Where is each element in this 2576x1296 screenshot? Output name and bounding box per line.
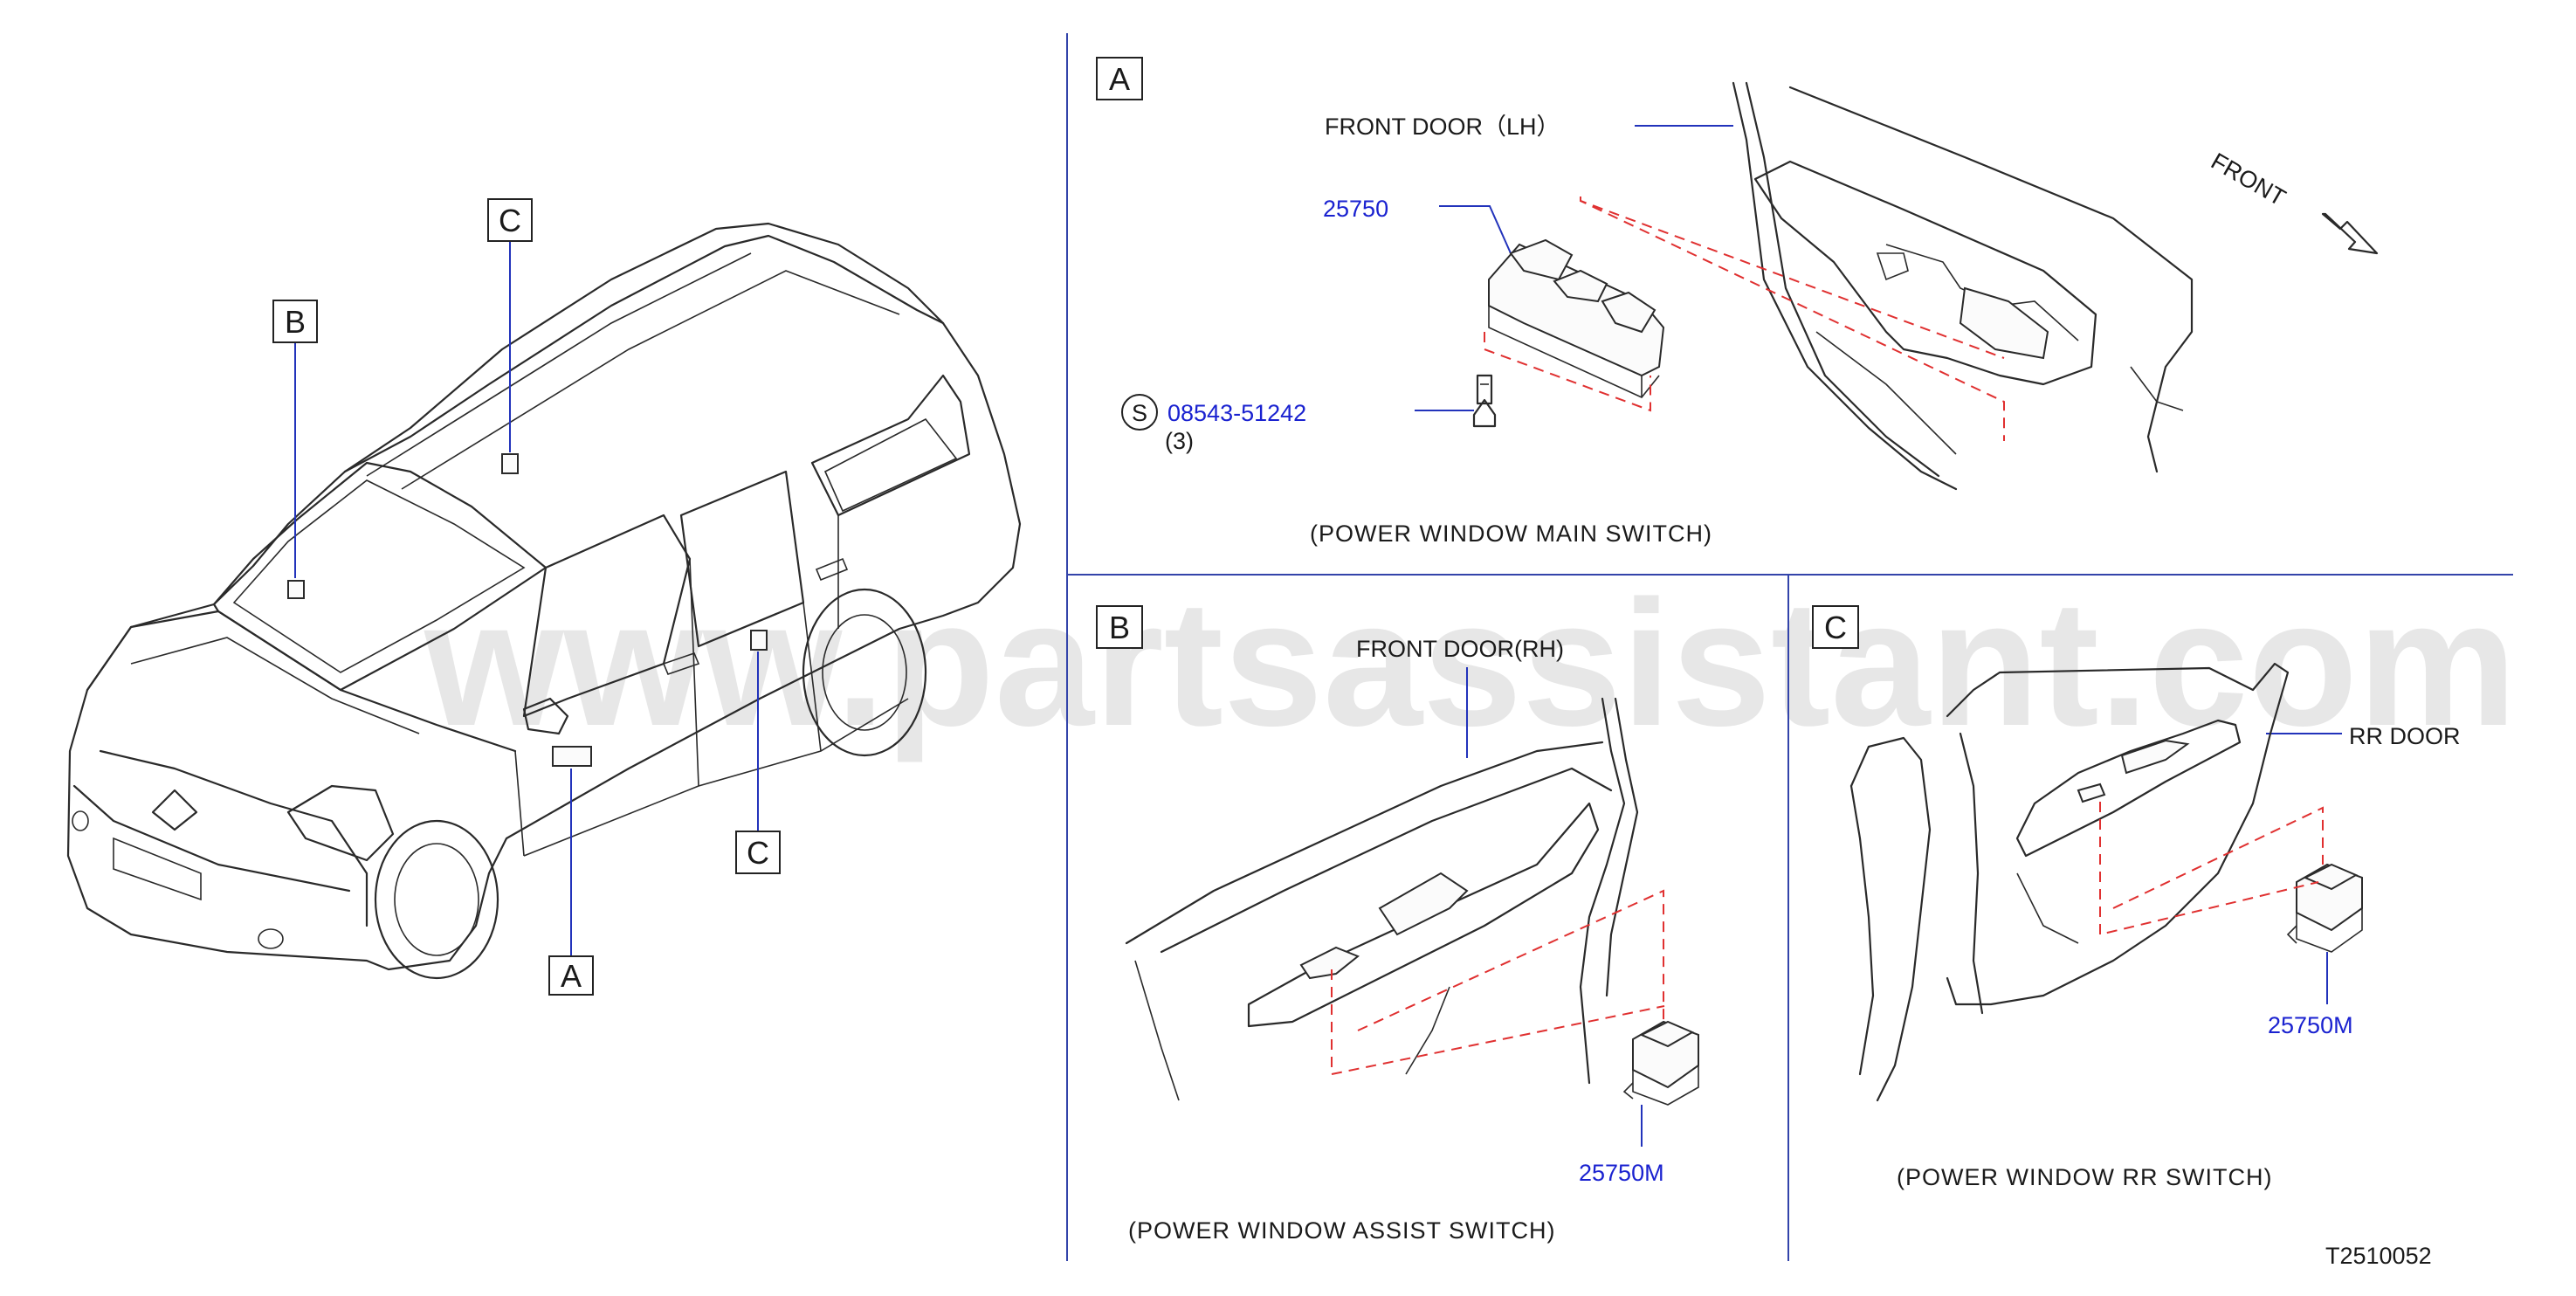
screw-icon — [1472, 374, 1497, 428]
panel-b-box — [1096, 605, 1143, 649]
panel-a-caption: (POWER WINDOW MAIN SWITCH) — [1310, 520, 1712, 547]
rr-switch-c-icon — [2286, 863, 2363, 953]
callout-c-rear: C — [735, 831, 781, 874]
panel-c-box — [1812, 605, 1859, 649]
callout-b: B — [272, 300, 318, 343]
panel-b-box-label: B — [1109, 610, 1130, 645]
panel-a-box-label: A — [1109, 61, 1130, 97]
front-door-rh-panel — [1125, 697, 1639, 1101]
panel-a-dashed-guide-lower — [1484, 332, 1651, 412]
panel-b-part-number: 25750M — [1579, 1160, 1664, 1186]
panel-c-dashed-guide-2 — [2112, 806, 2324, 909]
switch-location-c-roof — [501, 453, 519, 474]
switch-location-a — [552, 746, 592, 767]
panel-b: B FRONT DOOR(RH) 25750M (POWER WINDOW AS… — [1096, 605, 1699, 1244]
callout-c-roof: C — [487, 198, 533, 242]
watermark: www.partsassistant.com — [424, 563, 2517, 763]
svg-text:C: C — [747, 835, 769, 871]
svg-text:A: A — [561, 958, 582, 994]
panel-a-dashed-guide-mid — [1580, 196, 2005, 359]
screw-quantity: (3) — [1165, 428, 1194, 454]
panel-a: A FRONT DOOR（LH） FRONT 25750 S 08543-512… — [1096, 57, 2379, 547]
panel-c-dashed-guide-1 — [2099, 802, 2319, 936]
panel-b-caption: (POWER WINDOW ASSIST SWITCH) — [1128, 1217, 1556, 1244]
panel-c: C RR DOOR 25750M (POWER WINDOW RR SWITCH… — [1812, 605, 2461, 1190]
panel-a-box — [1096, 57, 1143, 100]
vehicle-overview — [66, 222, 1022, 980]
direction-label: FRONT — [2207, 148, 2290, 210]
drawing-id: T2510052 — [2325, 1243, 2432, 1269]
panel-c-location: RR DOOR — [2349, 723, 2461, 749]
panel-c-part-number: 25750M — [2268, 1012, 2353, 1038]
panel-c-caption: (POWER WINDOW RR SWITCH) — [1897, 1164, 2272, 1190]
panel-c-box-label: C — [1824, 610, 1847, 645]
panel-b-location: FRONT DOOR(RH) — [1356, 636, 1564, 662]
assist-switch-b-icon — [1622, 1020, 1699, 1106]
panel-b-dashed-guide-2 — [1357, 889, 1664, 1031]
panel-a-location: FRONT DOOR（LH） — [1325, 114, 1560, 140]
front-door-lh-panel — [1732, 81, 2194, 491]
screw-part-number: 08543-51242 — [1167, 400, 1306, 426]
callout-a: A — [548, 955, 594, 996]
screw-symbol: S — [1132, 400, 1147, 426]
screw-symbol-circle — [1121, 394, 1158, 431]
switch-location-c-rear — [750, 630, 768, 651]
main-switch-icon — [1488, 238, 1665, 398]
svg-text:B: B — [285, 304, 306, 340]
front-arrow-icon — [2321, 212, 2379, 255]
switch-location-b — [287, 580, 305, 599]
rr-door-panel — [1849, 662, 2290, 1102]
panel-b-dashed-guide-1 — [1331, 969, 1665, 1076]
panel-a-part-leader — [1439, 205, 1512, 254]
svg-text:C: C — [499, 203, 521, 238]
panel-a-part-number: 25750 — [1323, 196, 1388, 222]
